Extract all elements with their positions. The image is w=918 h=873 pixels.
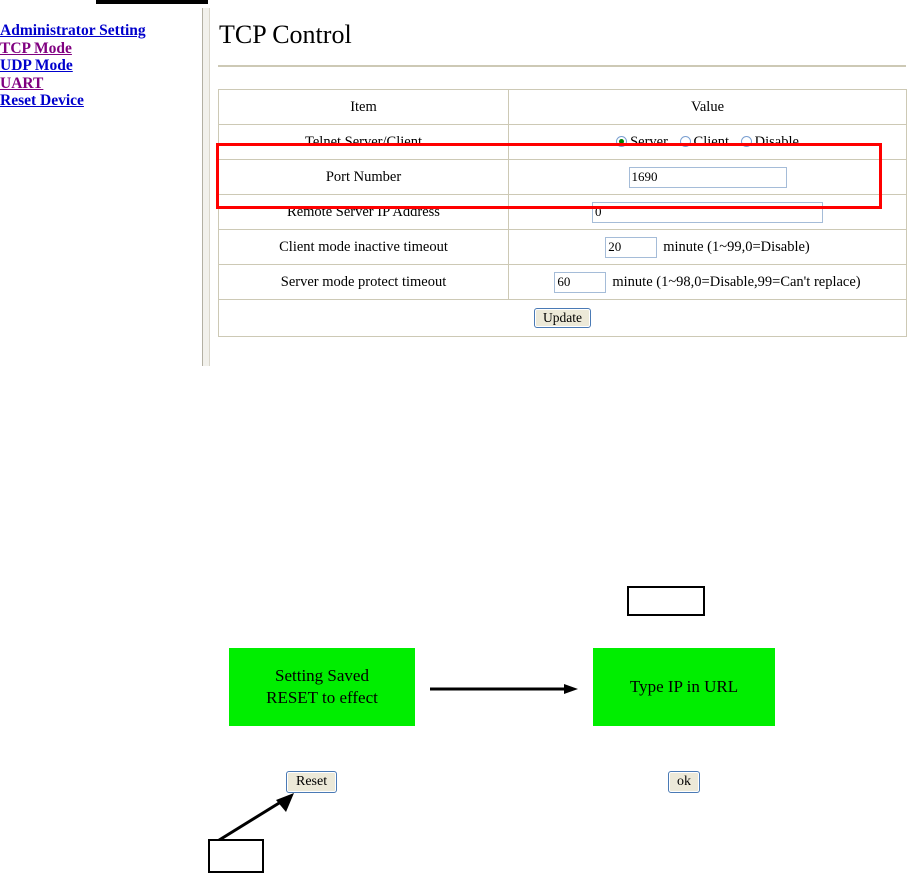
radio-option-disable[interactable]: Disable bbox=[740, 133, 799, 151]
sidebar-item-tcp-mode[interactable]: TCP Mode bbox=[0, 39, 72, 57]
row-value-remote-server-ip bbox=[508, 194, 907, 230]
radio-label-client: Client bbox=[693, 133, 729, 150]
server-protect-timeout-input[interactable] bbox=[554, 271, 607, 293]
radio-option-client[interactable]: Client bbox=[679, 133, 729, 151]
callout-box-bottom bbox=[208, 839, 264, 873]
callout-box-top bbox=[627, 586, 705, 616]
sidebar-item-uart[interactable]: UART bbox=[0, 74, 44, 92]
reset-button[interactable]: Reset bbox=[286, 771, 338, 793]
row-label-telnet-server-client: Telnet Server/Client bbox=[218, 124, 509, 160]
telnet-mode-radio-group: Server Client Disable bbox=[612, 134, 803, 151]
sidebar-item-udp-mode[interactable]: UDP Mode bbox=[0, 57, 73, 74]
sidebar-item-reset-device[interactable]: Reset Device bbox=[0, 92, 84, 109]
tcp-settings-table: Item Value Telnet Server/Client Server C… bbox=[218, 89, 907, 337]
table-row-port-number: Port Number bbox=[218, 159, 907, 195]
message-box-setting-saved: Setting Saved RESET to effect bbox=[229, 648, 415, 726]
top-black-bar bbox=[96, 0, 208, 4]
message-line-2: RESET to effect bbox=[266, 688, 378, 707]
row-label-server-protect-timeout: Server mode protect timeout bbox=[218, 264, 509, 300]
radio-label-disable: Disable bbox=[754, 133, 799, 150]
message-line-1: Setting Saved bbox=[275, 666, 369, 685]
radio-dot-server-icon bbox=[616, 135, 628, 147]
remote-server-ip-input[interactable] bbox=[592, 201, 823, 223]
column-header-value: Value bbox=[508, 89, 907, 125]
sidebar-content-divider bbox=[202, 8, 210, 366]
column-header-item: Item bbox=[218, 89, 509, 125]
table-row-server-protect-timeout: Server mode protect timeout minute (1~98… bbox=[218, 264, 907, 300]
table-header-row: Item Value bbox=[218, 89, 907, 125]
sidebar-nav: Administrator Setting TCP Mode UDP Mode … bbox=[0, 22, 200, 110]
radio-dot-client-icon bbox=[679, 135, 691, 147]
port-number-input[interactable] bbox=[628, 166, 787, 188]
table-row-remote-server-ip: Remote Server IP Address bbox=[218, 194, 907, 230]
server-protect-timeout-hint: minute (1~98,0=Disable,99=Can't replace) bbox=[612, 274, 861, 290]
radio-option-server[interactable]: Server bbox=[616, 134, 668, 151]
callout-arrow-to-reset-icon bbox=[215, 793, 294, 844]
message-box-type-ip-in-url: Type IP in URL bbox=[593, 648, 775, 726]
row-value-server-protect-timeout: minute (1~98,0=Disable,99=Can't replace) bbox=[508, 264, 907, 300]
radio-dot-disable-icon bbox=[740, 135, 752, 147]
sidebar-item-administrator-setting[interactable]: Administrator Setting bbox=[0, 22, 146, 39]
table-row-client-inactive-timeout: Client mode inactive timeout minute (1~9… bbox=[218, 229, 907, 265]
row-value-client-inactive-timeout: minute (1~99,0=Disable) bbox=[508, 229, 907, 265]
row-value-port-number bbox=[508, 159, 907, 195]
update-cell: Update bbox=[218, 299, 907, 337]
main-content: TCP Control Item Value Telnet Server/Cli… bbox=[218, 0, 908, 337]
message-setting-saved-text: Setting Saved RESET to effect bbox=[266, 665, 378, 709]
client-inactive-timeout-input[interactable] bbox=[605, 236, 658, 258]
row-label-port-number: Port Number bbox=[218, 159, 509, 195]
update-button[interactable]: Update bbox=[534, 308, 591, 328]
message-type-ip-text: Type IP in URL bbox=[629, 677, 739, 696]
row-label-remote-server-ip: Remote Server IP Address bbox=[218, 194, 509, 230]
flow-arrow-right-icon bbox=[430, 684, 578, 694]
title-divider bbox=[218, 65, 906, 68]
row-label-client-inactive-timeout: Client mode inactive timeout bbox=[218, 229, 509, 265]
row-value-telnet-server-client: Server Client Disable bbox=[508, 124, 907, 160]
table-row-update: Update bbox=[218, 299, 907, 337]
ok-button[interactable]: ok bbox=[668, 771, 700, 793]
client-inactive-timeout-hint: minute (1~99,0=Disable) bbox=[663, 239, 810, 255]
radio-label-server: Server bbox=[630, 133, 668, 150]
page-title: TCP Control bbox=[219, 20, 352, 49]
table-row-telnet-server-client: Telnet Server/Client Server Client Disab… bbox=[218, 124, 907, 160]
